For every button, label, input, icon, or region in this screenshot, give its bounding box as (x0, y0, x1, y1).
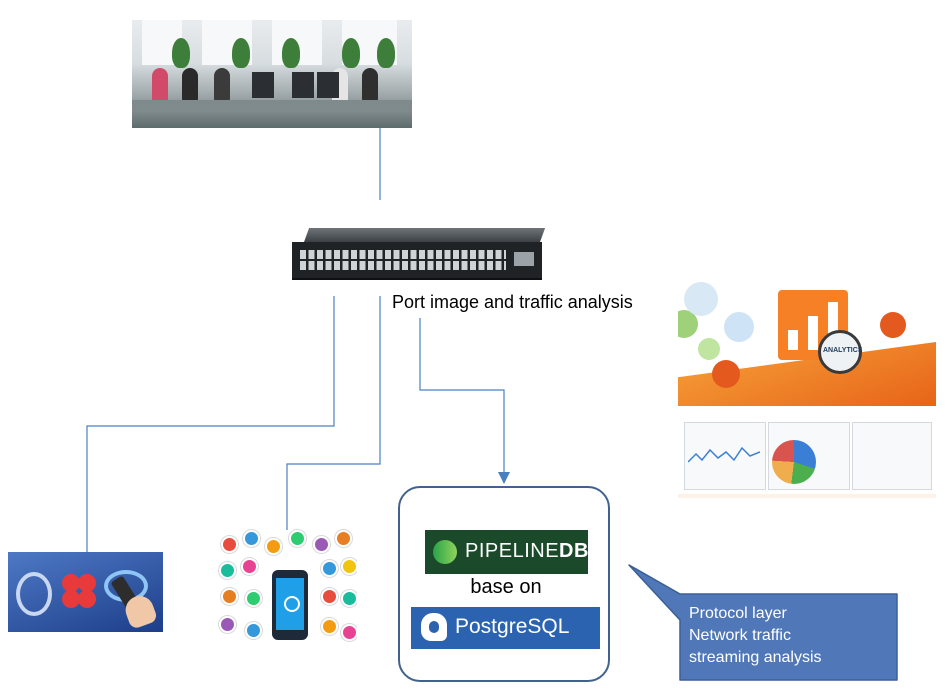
smartphone-icon (272, 570, 308, 640)
callout-text: Protocol layer Network traffic streaming… (689, 603, 895, 669)
postgresql-logo: PostgreSQL (411, 607, 600, 649)
analytics-logo-icon (778, 290, 848, 360)
carrier-logos (8, 552, 163, 632)
pipelinedb-logo: PIPELINEDB (425, 530, 588, 574)
callout-line-1: Protocol layer (689, 605, 787, 622)
pipelinedb-name: PIPELINE (465, 540, 560, 562)
connector-switch-social (286, 296, 381, 530)
elephant-icon (421, 613, 447, 641)
callout-line-3: streaming analysis (689, 649, 822, 666)
callout-line-2: Network traffic (689, 627, 791, 644)
pipelinedb-db-suffix: DB (559, 540, 589, 562)
connector-switch-db (419, 318, 510, 484)
analytics-graphic: ANALYTICS (678, 282, 936, 498)
callout-bubble (628, 564, 898, 681)
postgresql-name: PostgreSQL (455, 615, 570, 638)
port-analysis-label: Port image and traffic analysis (392, 292, 633, 312)
connector-switch-carriers (86, 296, 335, 552)
social-network-phone (217, 528, 357, 646)
signal-icon (284, 596, 300, 612)
pipelinedb-mark-icon (433, 540, 457, 564)
base-on-label: base on (470, 576, 542, 598)
analytics-line-thumbnail (688, 446, 760, 463)
office-photo (132, 20, 412, 128)
magnifier-icon: ANALYTICS (818, 330, 862, 374)
analytics-lens-label: ANALYTICS (823, 347, 863, 354)
database-group-box (398, 486, 610, 682)
network-switch (292, 228, 546, 280)
